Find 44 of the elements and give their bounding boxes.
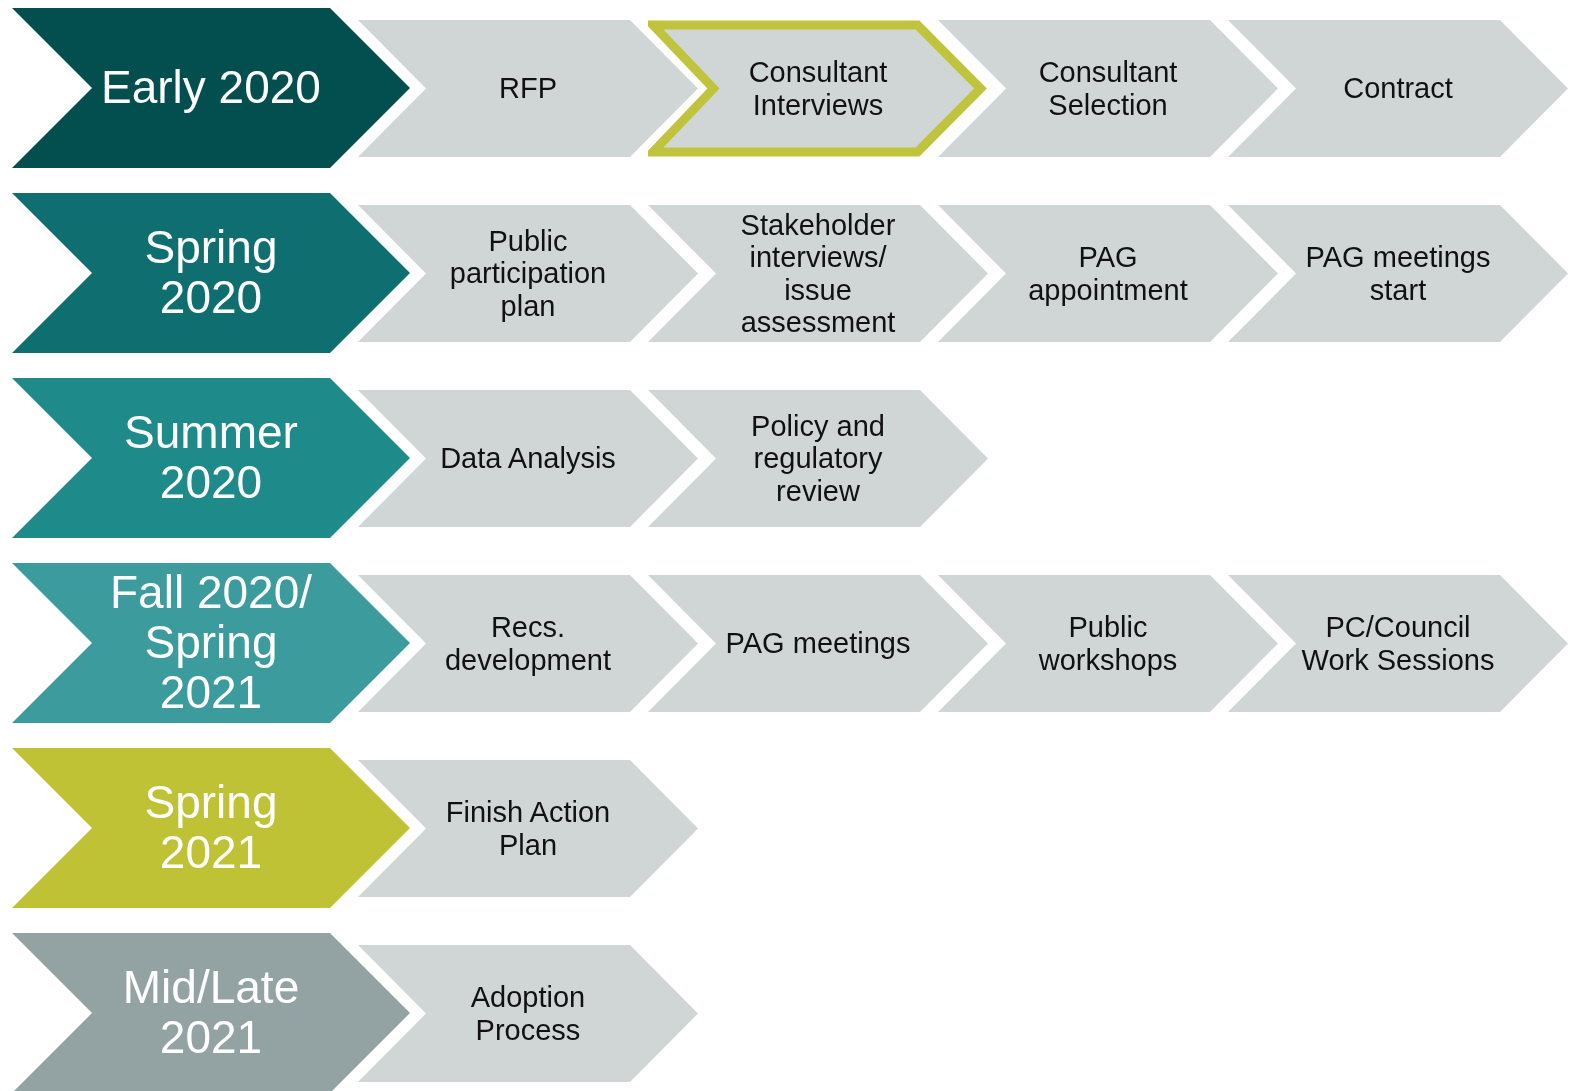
phase-banner — [12, 933, 410, 1091]
step-panel — [1228, 20, 1568, 157]
task-label: Contract — [1343, 72, 1453, 105]
phase-label: Fall 2020/ Spring 2021 — [109, 568, 313, 718]
task-label: PAG meetings start — [1304, 241, 1492, 306]
task-label: Stakeholder interviews/ issue assessment — [739, 208, 897, 339]
task-label: Consultant Selection — [1037, 56, 1179, 121]
task-label: PAG appointment — [1027, 241, 1189, 306]
step-panel — [938, 205, 1278, 342]
step-panel — [358, 760, 698, 897]
task-label: Finish Action Plan — [444, 796, 612, 861]
step-panel — [358, 20, 698, 157]
phase-label: Mid/Late 2021 — [121, 963, 301, 1063]
task-label: Consultant Interviews — [747, 56, 889, 121]
step-panel — [648, 390, 988, 527]
phase-banner — [12, 193, 410, 353]
step-panel — [1228, 575, 1568, 712]
task-label: Data Analysis — [440, 442, 616, 475]
phase-banner — [12, 8, 410, 168]
phase-banner — [12, 563, 410, 723]
step-panel — [648, 575, 988, 712]
step-panel — [358, 390, 698, 527]
phase-banner — [12, 378, 410, 538]
step-panel — [938, 575, 1278, 712]
phase-banner — [12, 748, 410, 908]
step-panel — [648, 20, 988, 157]
step-panel — [358, 205, 698, 342]
task-label: Policy and regulatory review — [750, 409, 886, 508]
task-label: PAG meetings — [725, 627, 911, 660]
task-label: Adoption Process — [469, 981, 587, 1046]
task-label: Public participation plan — [448, 224, 608, 323]
phase-label: Summer 2020 — [123, 408, 299, 508]
phase-label: Spring 2021 — [143, 778, 279, 878]
phase-label: Spring 2020 — [143, 223, 279, 323]
task-label: Public workshops — [1037, 611, 1179, 676]
step-panel — [1228, 205, 1568, 342]
step-panel — [938, 20, 1278, 157]
step-panel — [358, 945, 698, 1082]
step-panel — [648, 205, 988, 342]
task-label: RFP — [499, 72, 557, 105]
step-panel — [358, 575, 698, 712]
task-label: Recs. development — [443, 611, 613, 676]
task-label: PC/Council Work Sessions — [1300, 611, 1496, 676]
phase-label: Early 2020 — [101, 63, 321, 113]
